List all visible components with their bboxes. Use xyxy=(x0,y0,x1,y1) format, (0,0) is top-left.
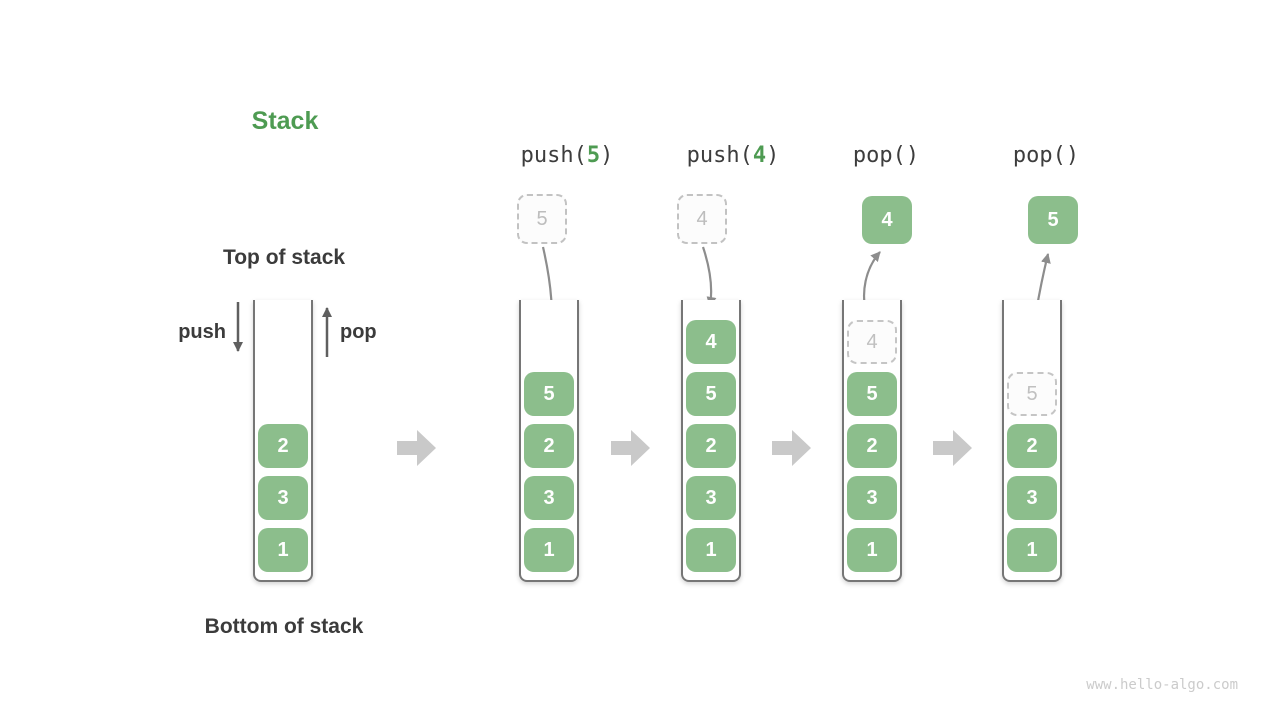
op-text: push( xyxy=(686,143,753,168)
stack-cell: 2 xyxy=(524,424,574,468)
op-label-push-4: push(4) xyxy=(653,142,813,170)
stack-cell: 3 xyxy=(1007,476,1057,520)
stack-cell: 3 xyxy=(686,476,736,520)
op-text: push( xyxy=(520,143,587,168)
op-label-pop-1: pop() xyxy=(806,142,966,170)
stack-cell: 4 xyxy=(686,320,736,364)
stack-cell: 1 xyxy=(1007,528,1057,572)
op-arg: 5 xyxy=(586,143,601,168)
bottom-of-stack-label: Bottom of stack xyxy=(204,615,364,638)
stack-cell: 5 xyxy=(847,372,897,416)
stack-cell: 3 xyxy=(847,476,897,520)
transition-arrow-icon xyxy=(397,430,436,466)
incoming-value-box: 5 xyxy=(517,194,567,244)
stack-cell: 5 xyxy=(686,372,736,416)
op-text: ) xyxy=(766,143,780,168)
stack-cell: 1 xyxy=(686,528,736,572)
watermark: www.hello-algo.com xyxy=(1086,677,1238,693)
op-text: pop() xyxy=(852,143,920,168)
stack-cell: 2 xyxy=(258,424,308,468)
stack-cell: 2 xyxy=(686,424,736,468)
popped-value-box: 5 xyxy=(1028,196,1078,244)
stack-cell: 2 xyxy=(847,424,897,468)
stack-cell: 1 xyxy=(258,528,308,572)
stack-cell: 3 xyxy=(258,476,308,520)
popped-value-box: 4 xyxy=(862,196,912,244)
push-label: push xyxy=(178,321,226,343)
op-label-push-5: push(5) xyxy=(487,142,647,170)
incoming-value-box: 4 xyxy=(677,194,727,244)
stack-cell-ghost: 4 xyxy=(847,320,897,364)
transition-arrow-icon xyxy=(933,430,972,466)
op-arg: 4 xyxy=(752,143,767,168)
transition-arrow-icon xyxy=(611,430,650,466)
op-text: pop() xyxy=(1012,143,1080,168)
top-of-stack-label: Top of stack xyxy=(222,246,346,269)
op-label-pop-2: pop() xyxy=(966,142,1126,170)
stack-cell: 2 xyxy=(1007,424,1057,468)
stack-cell: 1 xyxy=(847,528,897,572)
stack-cell: 5 xyxy=(524,372,574,416)
push-4-flow-arrow-icon xyxy=(701,246,717,307)
stack-cell: 3 xyxy=(524,476,574,520)
diagram-title: Stack xyxy=(251,107,319,135)
op-text: ) xyxy=(600,143,614,168)
stack-cell-ghost: 5 xyxy=(1007,372,1057,416)
stack-cell: 1 xyxy=(524,528,574,572)
pop-label: pop xyxy=(340,321,377,343)
transition-arrow-icon xyxy=(772,430,811,466)
